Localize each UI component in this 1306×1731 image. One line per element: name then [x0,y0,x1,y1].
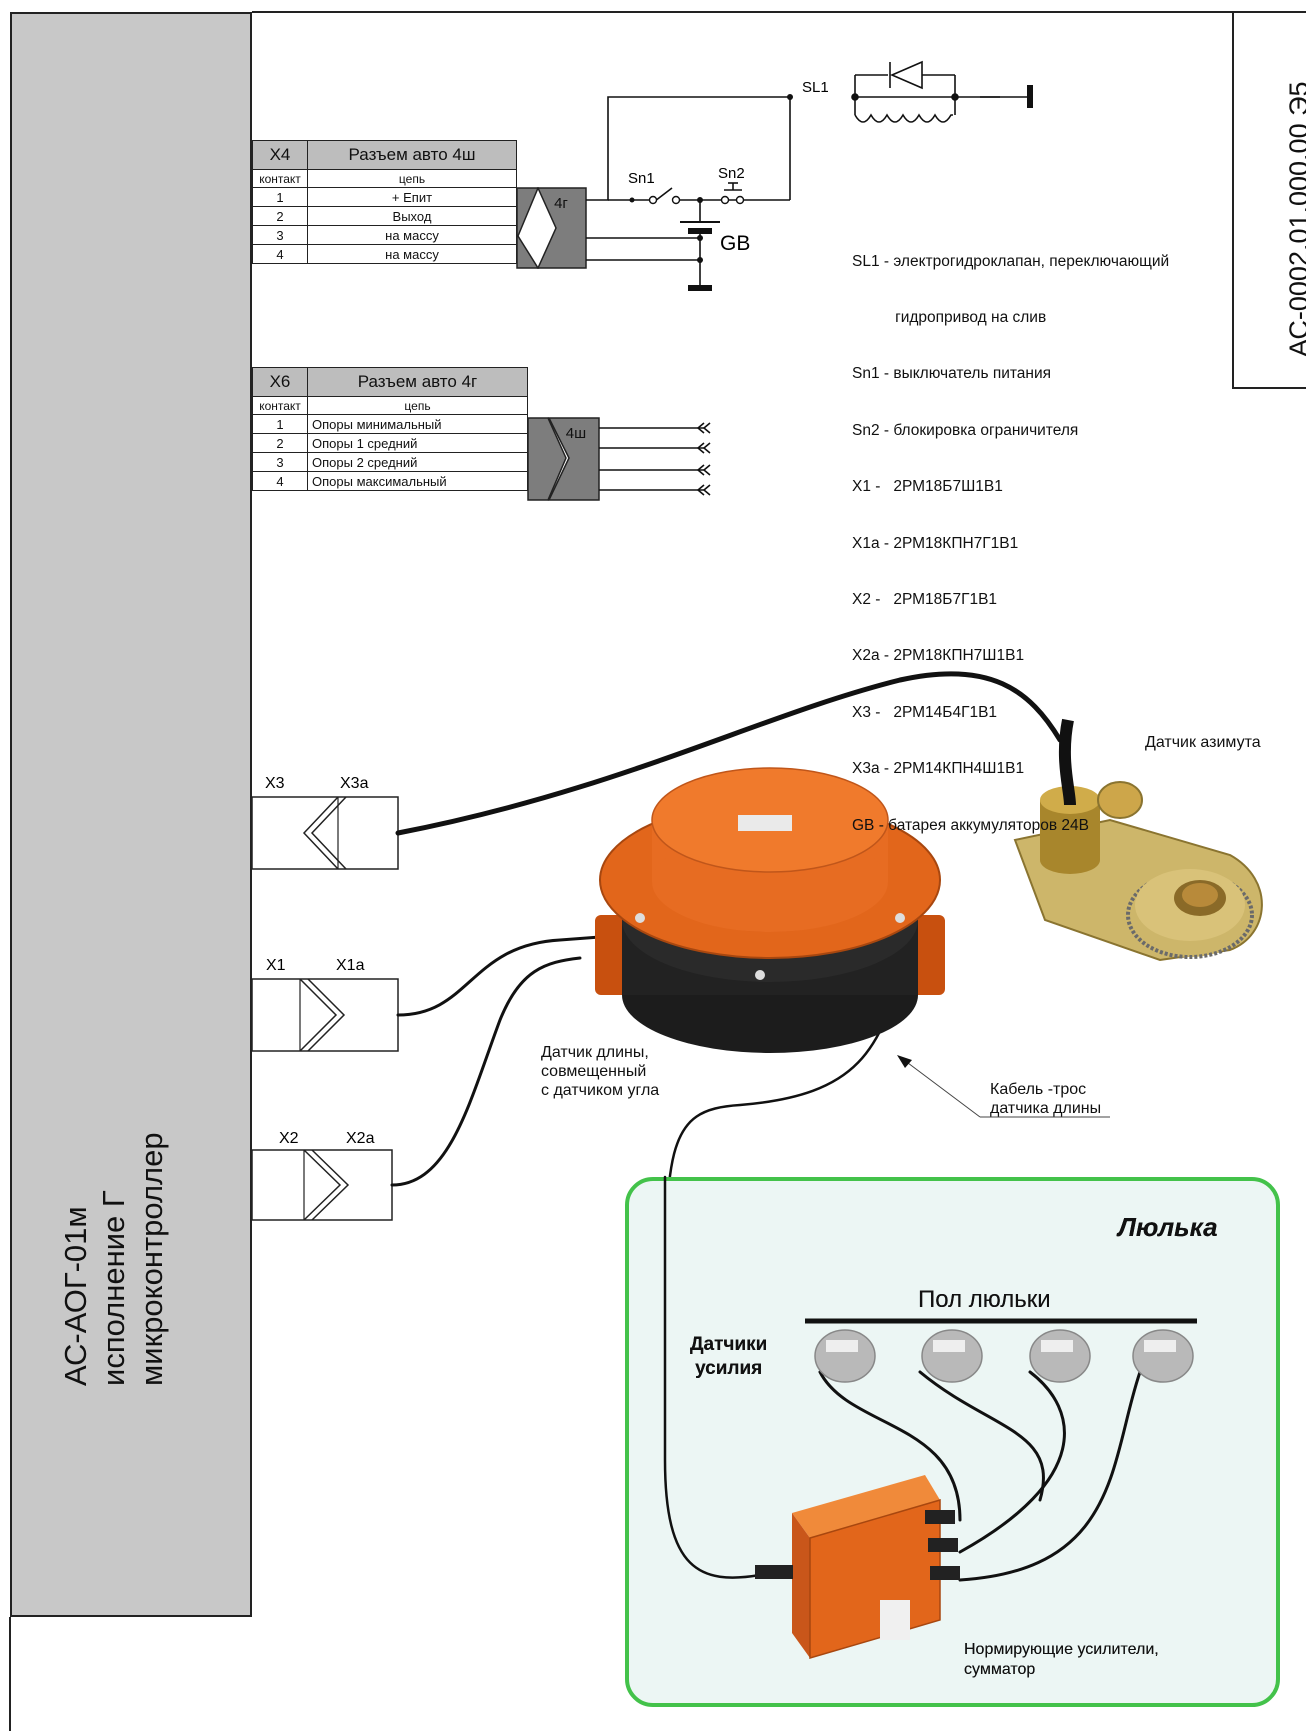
legend-line: X2a - 2РМ18КПН7Ш1В1 [852,647,1025,665]
gb-label: GB [720,232,750,255]
azimuth-sensor [1013,718,1263,962]
x4-circuit: на массу [307,244,517,264]
legend-line: X3 - 2РМ14Б4Г1В1 [852,703,998,721]
connector-x6-mate: 4ш [527,417,600,501]
length-sensor-drum [595,767,945,1053]
cradle-title: Люлька [1118,1212,1218,1242]
controller-block: АС-АОГ-01м исполнение Г микроконтроллер [10,12,252,1617]
battery-gb [680,221,720,234]
plug-x2-right-label: X2a [346,1130,375,1147]
cable-label-line: датчика длины [990,1100,1102,1117]
x1-cable [396,935,602,1017]
x6-circuit: Опоры максимальный [307,471,528,491]
cradle-floor-label: Пол люльки [918,1286,1051,1313]
amplifiers-label-line: сумматор [964,1661,1036,1678]
amplifiers-label-line: Нормирующие усилители, [964,1641,1159,1658]
connector-x4-table: X4 Разъем авто 4ш контакт цепь 1+ Епит 2… [252,140,517,264]
sl1-valve [851,60,959,123]
amplifiers-label-top: Нормирующие усилители, сумматор [964,1640,1159,1680]
force-sensor-top [1029,1329,1091,1383]
force-sensors-label-top: Датчики усилия [690,1333,767,1381]
force-cable-1-inside [818,1370,962,1522]
cradle-title-top: Люлька [1118,1212,1218,1242]
force-sensors-label-line: Датчики [690,1334,768,1355]
force-sensors-label-line: усилия [695,1358,763,1379]
sn1-label: Sn1 [628,170,655,187]
legend-line: X3a - 2РМ14КПН4Ш1В1 [852,760,1025,778]
plug-x1-left-label: X1 [266,957,286,974]
plug-x3-left-label: X3 [265,775,285,792]
length-sensor-label-line: с датчиком угла [541,1082,660,1099]
x6-mate-label: 4ш [566,425,586,442]
cradle-floor-label-top: Пол люльки [918,1286,1051,1313]
sn2-label: Sn2 [718,165,745,182]
circuit-nodes [629,94,793,263]
sn1-switch-contact [654,187,673,202]
force-sensors-label: Датчики усилия [690,1333,767,1381]
x6-circuit: Опоры минимальный [307,414,528,434]
azimuth-sensor-label: Датчик азимута [1145,734,1261,751]
x6-title: Разъем авто 4г [307,367,528,397]
force-sensors-label-line: усилия [695,1358,763,1379]
x4-col-contact: контакт [252,169,308,188]
legend-line: SL1 - электрогидроклапан, переключающий [852,252,1170,270]
amplifier-box-top [755,1475,960,1660]
legend: SL1 - электрогидроклапан, переключающий … [852,215,1169,854]
force-sensor-top [1132,1329,1194,1383]
x6-circuit: Опоры 1 средний [307,433,528,453]
cable-pointer-line [907,1062,981,1118]
x6-circuit: Опоры 2 средний [307,452,528,472]
legend-line: X2 - 2РМ18Б7Г1В1 [852,590,998,608]
x2-cable [390,956,582,1187]
azimuth-cable [395,671,1063,836]
connector-x4-mate: 4г [516,187,587,269]
legend-line: Sn1 - выключатель питания [852,365,1052,383]
legend-line: X1 - 2РМ18Б7Ш1В1 [852,478,1003,496]
sl1-label: SL1 [802,79,829,96]
length-sensor-label: Датчик длины, совмещенный с датчиком угл… [541,1043,659,1100]
amplifiers-label: Нормирующие усилители, сумматор [964,1640,1159,1680]
plug-x2-left-label: X2 [279,1130,299,1147]
legend-line: гидропривод на слив [852,308,1047,326]
legend-line: X1a - 2РМ18КПН7Г1В1 [852,534,1019,552]
cradle-cables [663,1175,1142,1582]
x4-pin: 4 [252,244,308,264]
force-cable-3-inside [958,1370,1066,1554]
force-sensor-top [921,1329,983,1383]
x4-title: Разъем авто 4ш [307,140,517,170]
cable-label: Кабель -трос датчика длины [990,1080,1101,1118]
force-sensors-label-line: Датчики [690,1334,768,1355]
amplifiers-label-line: Нормирующие усилители, [964,1641,1159,1658]
cable-pointer-arrow [897,1055,912,1068]
plug-x1-right-label: X1a [336,957,365,974]
plug-x1: X1 X1a [251,957,399,1052]
x6-output-wires [599,422,711,496]
x4-circuit: + Епит [307,187,517,207]
length-cable-inside [663,1175,762,1579]
sn2-pushbutton [724,182,742,191]
x6-pin: 4 [252,471,308,491]
amplifiers-label-line: сумматор [964,1661,1036,1678]
force-cable-2-inside [918,1370,1045,1502]
legend-line: Sn2 - блокировка ограничителя [852,421,1079,439]
plug-x3: X3 X3a [251,775,399,870]
length-sensor-label-line: совмещенный [541,1063,647,1080]
x4-id: X4 [252,140,308,170]
force-cable-4-inside [958,1370,1142,1582]
plug-x2: X2 X2a [251,1130,393,1221]
cable-label-line: Кабель -трос [990,1081,1087,1098]
title-block: АС-0002.01.000.00 Э5 [1232,12,1306,389]
cradle-area [625,1177,1280,1707]
length-sensor-label-line: Датчик длины, [541,1044,649,1061]
legend-line: GB - батарея аккумуляторов 24В [852,816,1089,834]
plug-x3-right-label: X3a [340,775,369,792]
switch-contacts [648,195,745,205]
force-sensor-top [814,1329,876,1383]
x4-mate-label: 4г [554,195,568,212]
